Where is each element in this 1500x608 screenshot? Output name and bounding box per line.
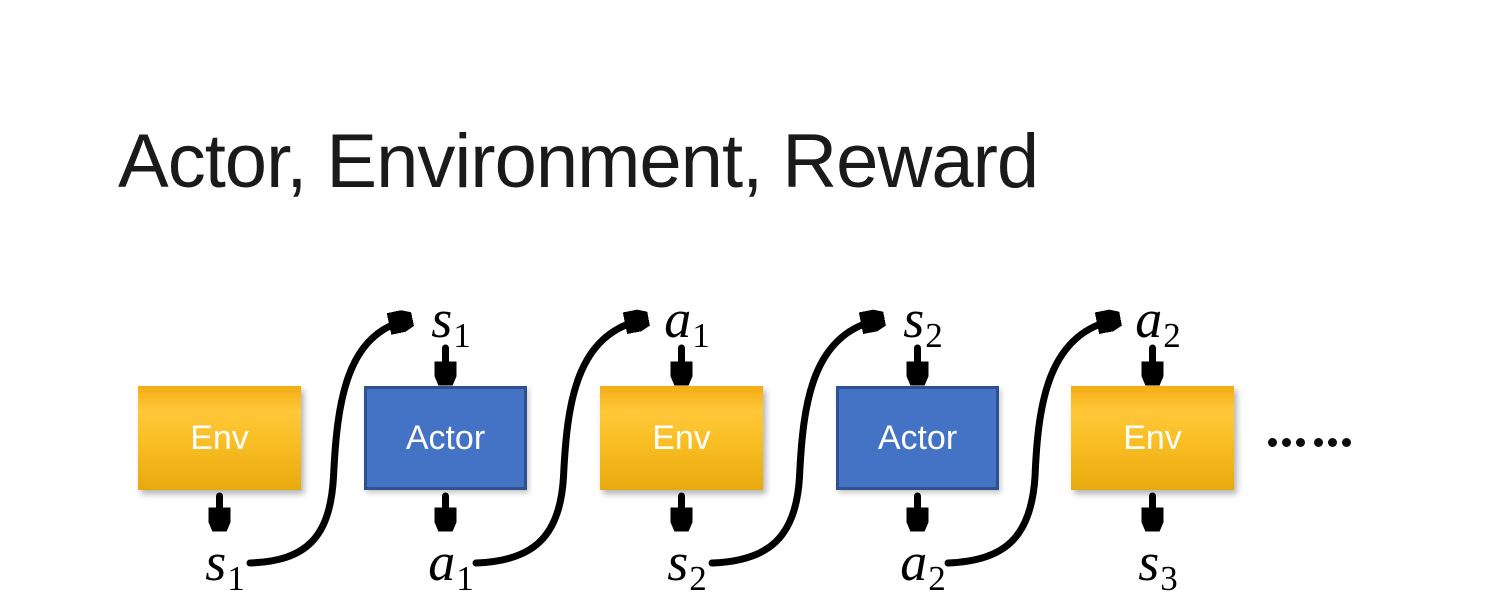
env-box-3: Env	[1071, 386, 1234, 490]
var-sub: 1	[453, 316, 471, 355]
var-base: a	[664, 289, 692, 349]
bottom-label-s1: s1	[195, 532, 255, 596]
var-sub: 2	[1163, 316, 1181, 355]
var-base: s	[903, 289, 925, 349]
continuation-ellipsis	[1268, 438, 1351, 447]
ellipsis-dot	[1342, 438, 1351, 447]
var-base: s	[667, 532, 689, 592]
var-base: s	[205, 532, 227, 592]
var-sub: 3	[1160, 559, 1178, 598]
bottom-label-s3: s3	[1128, 532, 1188, 596]
var-sub: 1	[692, 316, 710, 355]
bottom-label-a1: a1	[421, 532, 481, 596]
ellipsis-dot	[1268, 438, 1277, 447]
var-base: a	[1135, 289, 1163, 349]
env-box-3-label: Env	[1123, 418, 1182, 457]
bottom-label-a2: a2	[893, 532, 953, 596]
var-sub: 1	[456, 559, 474, 598]
var-base: a	[900, 532, 928, 592]
ellipsis-dot	[1296, 438, 1305, 447]
var-base: a	[428, 532, 456, 592]
env-box-2-label: Env	[652, 418, 711, 457]
actor-box-2: Actor	[836, 386, 999, 490]
top-label-s2: s2	[893, 289, 953, 353]
env-box-2: Env	[600, 386, 763, 490]
var-base: s	[1138, 532, 1160, 592]
page-title: Actor, Environment, Reward	[118, 119, 1039, 204]
ellipsis-dot	[1282, 438, 1291, 447]
bottom-label-s2: s2	[657, 532, 717, 596]
var-sub: 2	[689, 559, 707, 598]
ellipsis-dot	[1328, 438, 1337, 447]
env-box-1-label: Env	[190, 418, 249, 457]
top-label-s1: s1	[421, 289, 481, 353]
top-label-a1: a1	[657, 289, 717, 353]
var-base: s	[431, 289, 453, 349]
var-sub: 2	[925, 316, 943, 355]
top-label-a2: a2	[1128, 289, 1188, 353]
var-sub: 1	[227, 559, 245, 598]
env-box-1: Env	[138, 386, 301, 490]
actor-box-2-label: Actor	[877, 418, 958, 457]
actor-box-1: Actor	[364, 386, 527, 490]
var-sub: 2	[928, 559, 946, 598]
ellipsis-dot	[1314, 438, 1323, 447]
actor-box-1-label: Actor	[405, 418, 486, 457]
